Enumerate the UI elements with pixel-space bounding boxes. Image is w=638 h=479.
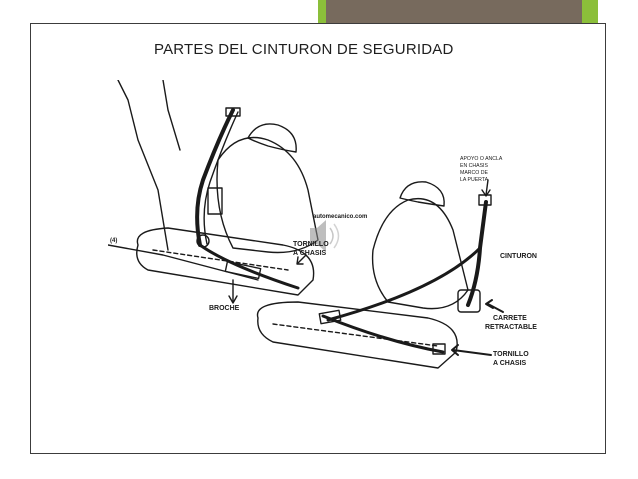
anchor-arrow [485,179,489,196]
right-buckle [318,309,342,325]
anchor-label-3: MARCO DE [460,170,488,176]
retractor-arrow-head [485,299,494,309]
right-seat-cushion-inner [272,323,439,347]
right-headrest [399,181,445,207]
left-seat-cushion [136,227,315,296]
right-belt-diagonal [326,246,482,322]
anchor-label-4: LA PUERTA [460,177,489,183]
bolt-center-label-2: A CHASIS [293,250,327,257]
right-seat-back [371,198,469,310]
right-lower-bolt [432,343,446,355]
speaker-icon [310,220,340,252]
right-seat-cushion [256,301,458,369]
seatbelt-diagram: APOYO O ANCLA EN CHASIS MARCO DE LA PUER… [108,80,537,369]
buckle-arrow-head [228,295,238,304]
bolt-right-label-1: TORNILLO [493,351,529,358]
bolt-center-arrow-head [296,256,304,265]
door-frame-left [117,80,169,251]
bolt-right-arrow-head [451,344,459,356]
left-seat-cushion-inner [152,249,289,271]
anchor-label-2: EN CHASIS [460,163,489,169]
anchor-arrow-head [481,189,491,197]
figure-tag: (4) [110,238,117,244]
left-headrest [247,123,297,153]
left-retractor-box [207,187,223,215]
left-buckle-ring [196,234,210,248]
left-belt-lap [198,243,300,290]
bolt-right-arrow [452,349,492,356]
retractor-label-2: RETRACTABLE [485,324,537,331]
left-belt-shoulder [195,108,235,247]
right-retractor [457,289,481,313]
left-buckle-tongue [224,260,262,280]
buckle-label: BROCHE [209,305,240,312]
left-upper-anchor [225,107,241,117]
watermark-label: automecanico.com [313,214,367,220]
bolt-center-label-1: TORNILLO [293,241,329,248]
retractor-arrow [487,303,504,313]
left-seat-back [216,136,319,254]
belt-label: CINTURON [500,253,537,260]
right-belt-lap [321,314,445,354]
door-frame-left-2 [162,80,181,151]
bolt-right-label-2: A CHASIS [493,360,527,367]
anchor-label-1: APOYO O ANCLA [460,156,503,162]
bolt-center-arrow [297,254,307,264]
left-belt-shoulder-edge [203,111,239,245]
retractor-label-1: CARRETE [493,315,527,322]
slide-title: PARTES DEL CINTURON DE SEGURIDAD [154,41,454,58]
